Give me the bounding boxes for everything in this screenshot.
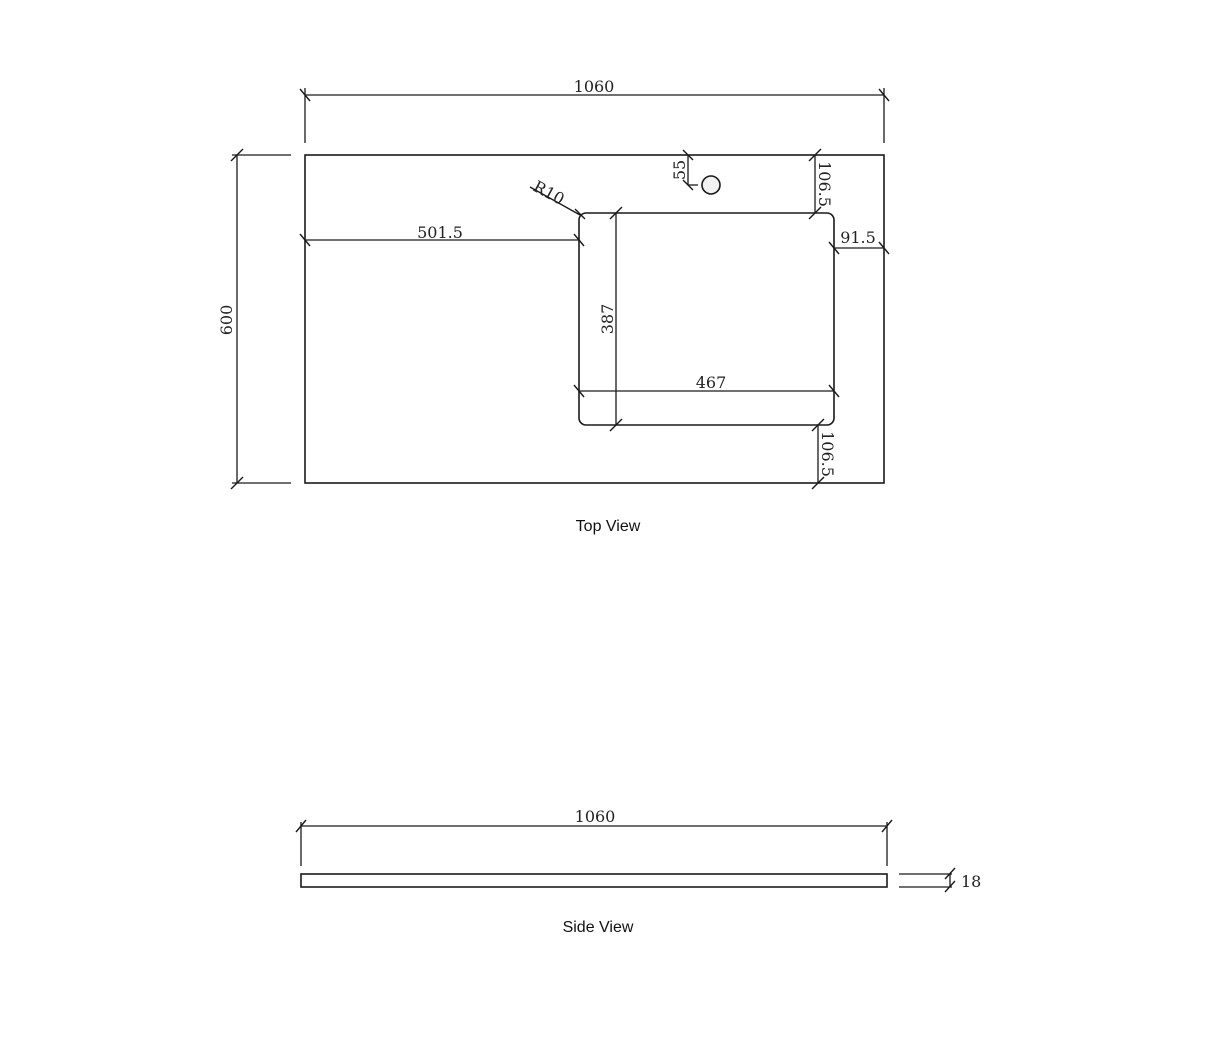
dim-label-bottom-offset: 106.5 <box>818 431 837 477</box>
dim-label-left-offset: 501.5 <box>417 223 463 242</box>
tap-hole-icon <box>701 175 721 195</box>
dim-label-corner-radius: R10 <box>530 177 568 209</box>
dim-thickness: 18 <box>899 867 981 893</box>
dim-basin-depth: 387 <box>598 206 623 432</box>
dim-label-side-overall-width: 1060 <box>575 807 616 826</box>
dim-side-overall-width: 1060 <box>295 807 893 866</box>
dim-top-offset: 106.5 <box>808 148 834 220</box>
dim-right-offset: 91.5 <box>828 228 890 255</box>
dim-corner-radius: R10 <box>529 177 586 220</box>
dim-label-top-offset: 106.5 <box>815 161 834 207</box>
top-view-caption: Top View <box>576 518 641 535</box>
side-view-caption: Side View <box>563 919 634 936</box>
dim-left-offset: 501.5 <box>299 223 585 247</box>
dim-label-overall-width: 1060 <box>574 77 615 96</box>
countertop-outline <box>304 154 885 484</box>
basin-cutout <box>578 212 835 426</box>
dim-bottom-offset: 106.5 <box>811 418 837 490</box>
side-profile-outline <box>300 873 888 888</box>
dim-basin-width: 467 <box>573 373 840 398</box>
top-view: 1060 600 501.5 R10 <box>217 77 890 535</box>
dim-label-overall-depth: 600 <box>217 305 236 336</box>
dim-label-thickness: 18 <box>961 872 981 891</box>
dim-label-right-offset: 91.5 <box>840 228 876 247</box>
dim-overall-width: 1060 <box>299 77 890 143</box>
dim-label-tap-hole-offset: 55 <box>670 160 689 180</box>
dim-label-basin-depth: 387 <box>598 304 617 335</box>
dim-overall-depth: 600 <box>217 148 291 490</box>
dim-tap-hole-offset: 55 <box>670 149 698 191</box>
dim-label-basin-width: 467 <box>696 373 727 392</box>
side-view: 1060 18 Side View <box>295 807 981 936</box>
